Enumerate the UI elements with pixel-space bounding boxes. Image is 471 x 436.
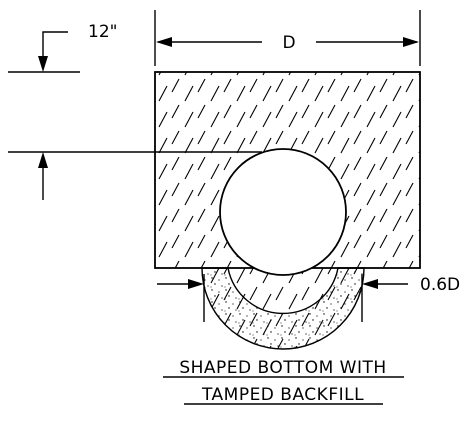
bedding-arrow-left xyxy=(362,279,378,289)
cover-dimension-leader xyxy=(42,31,68,68)
caption-line-2: TAMPED BACKFILL xyxy=(201,385,364,405)
width-arrow-right xyxy=(403,37,419,47)
width-label: D xyxy=(282,33,295,53)
caption-line-1: SHAPED BOTTOM WITH xyxy=(179,358,386,378)
bedding-width-label: 0.6D xyxy=(420,275,460,295)
cover-arrow-down xyxy=(38,56,48,72)
width-arrow-left xyxy=(156,37,172,47)
cover-depth-label: 12" xyxy=(88,22,117,42)
cover-arrow-up xyxy=(38,152,48,168)
bedding-arrow-right xyxy=(188,279,204,289)
pipe xyxy=(219,148,347,276)
